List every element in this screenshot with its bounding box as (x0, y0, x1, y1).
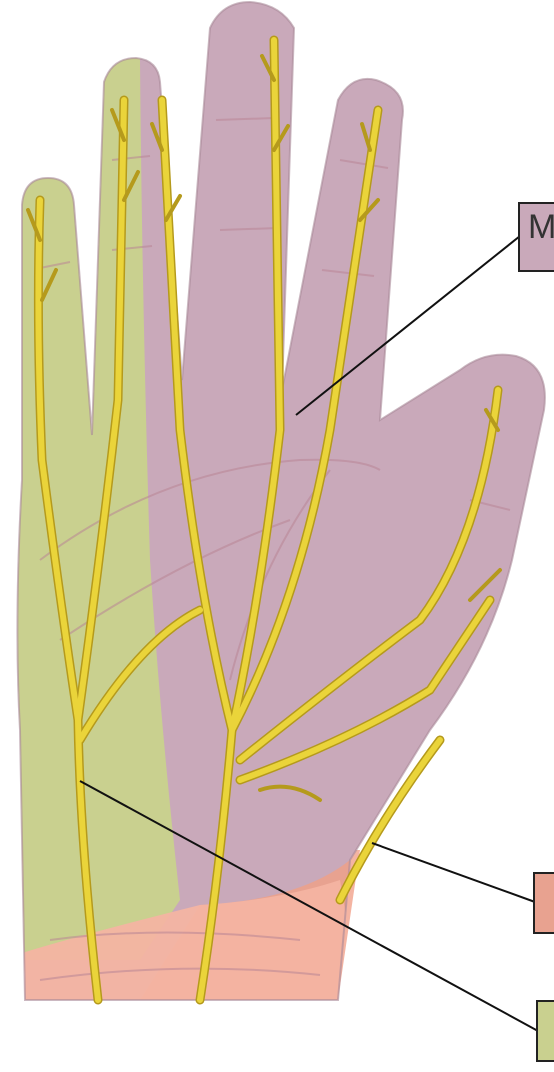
radial-nerve-label (533, 872, 554, 934)
median-nerve-label: M (518, 202, 554, 272)
ulnar-nerve-label (536, 1000, 554, 1062)
radial-leader-line (372, 843, 535, 902)
median-nerve-label-text: M (528, 208, 554, 246)
